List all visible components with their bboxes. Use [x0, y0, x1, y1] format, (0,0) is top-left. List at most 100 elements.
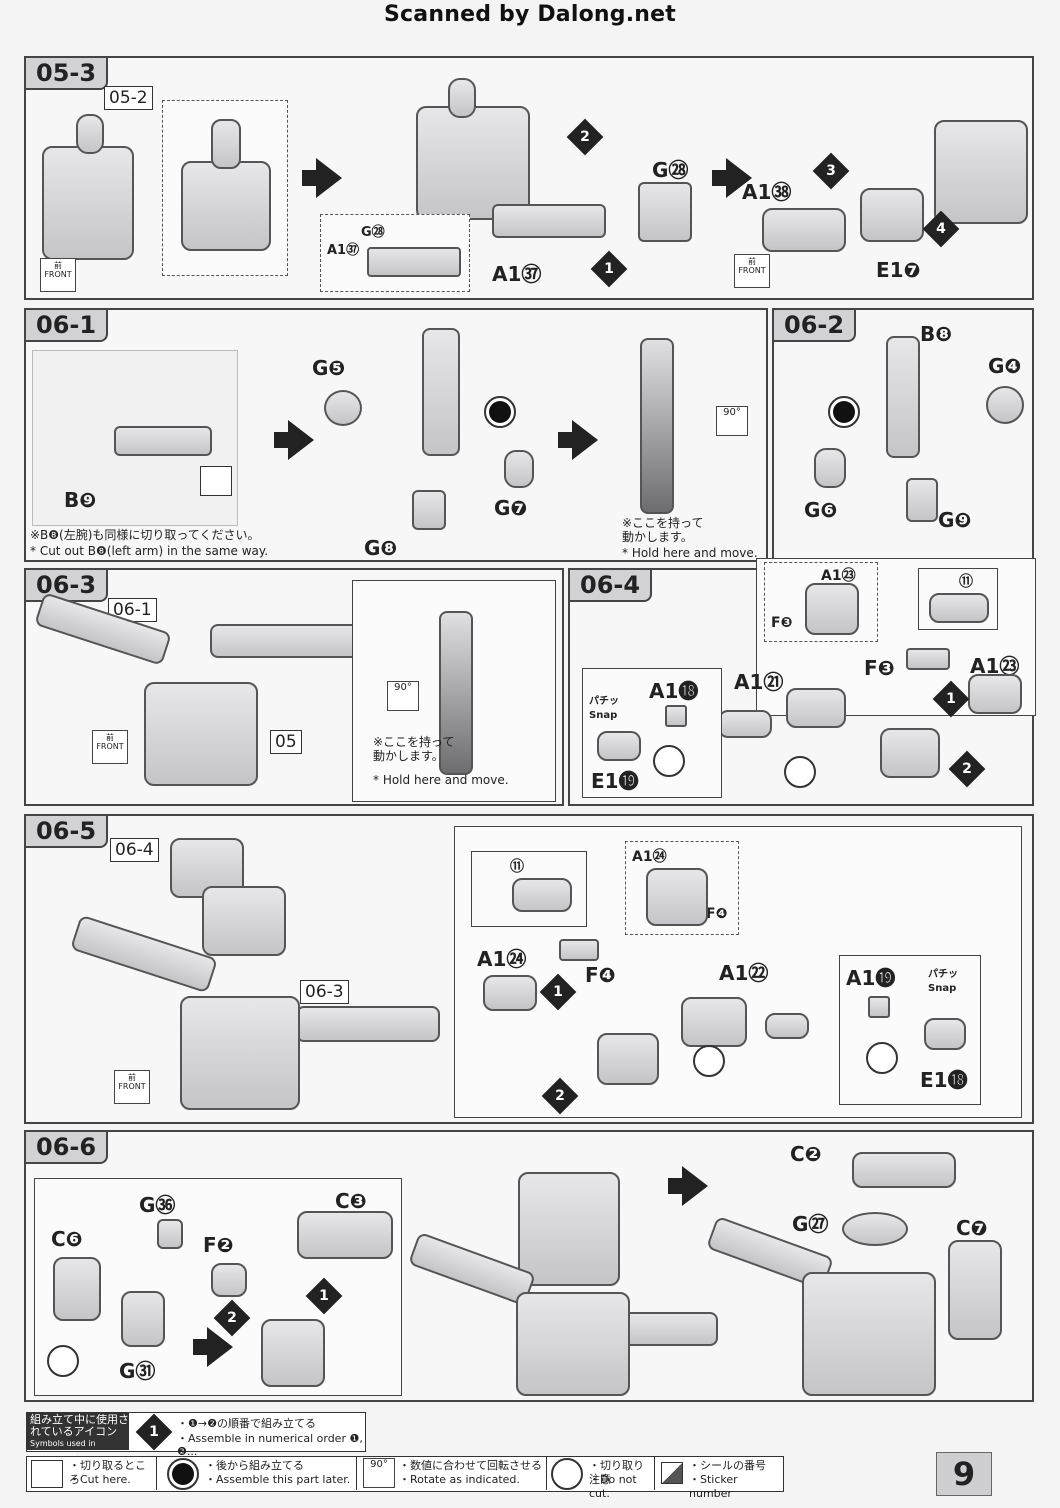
- legend-assemble-en: ・Assemble in numerical order ❶, ❷...: [177, 1432, 363, 1458]
- part-a123: [968, 674, 1022, 714]
- label-g5: G❺: [312, 356, 346, 380]
- part-f2: [211, 1263, 247, 1297]
- part-detail-top: [211, 119, 241, 169]
- part-arm-left: [69, 914, 219, 994]
- watermark: Scanned by Dalong.net: [384, 2, 676, 27]
- part-g8: [412, 490, 446, 530]
- rotate-icon: 90°: [363, 1458, 395, 1488]
- part-arm-left: [407, 1231, 537, 1307]
- next-arrow-2: [668, 1166, 708, 1206]
- legend-cut-jp: ・切り取るところ: [69, 1459, 146, 1486]
- part-g7: [504, 450, 534, 488]
- part-c6: [53, 1257, 101, 1321]
- part-a124: [483, 975, 537, 1011]
- panel-step-06-2: 06-2 B❽ G❹ G❻ G❾: [772, 308, 1034, 562]
- detail-group: ⑪ A1㉔ F❹ A1㉔ F❹ 1 A1㉒ 2 A1⓳ パチッ Snap E1⓲: [454, 826, 1022, 1118]
- legend-later-jp: ・後から組み立てる: [205, 1459, 304, 1472]
- part-e118: [924, 1018, 966, 1050]
- legend-later: ・後から組み立てる ・Assemble this part later.: [157, 1457, 357, 1490]
- part-shoulder-2: [202, 886, 286, 956]
- cut-here-icon: [200, 466, 232, 496]
- step-title: 06-1: [26, 310, 109, 342]
- label-a123-small: A1㉓: [821, 568, 856, 584]
- part-a121-front: [718, 710, 772, 738]
- label-a137-small: A1㊲: [327, 243, 360, 258]
- hold-en: * Hold here and move.: [373, 773, 509, 787]
- sticker-number: ⑪: [959, 574, 973, 590]
- label-a137: A1㊲: [492, 262, 542, 286]
- do-not-cut-icon-2: [866, 1042, 898, 1074]
- sticker-inset: ⑪: [471, 851, 587, 927]
- part-f3: [906, 648, 950, 670]
- part-arm: [422, 328, 460, 456]
- label-a124-small: A1㉔: [632, 849, 667, 865]
- label-e119: E1⓳: [591, 769, 639, 793]
- assemble-later-icon: [828, 396, 860, 428]
- label-g36: G㊱: [139, 1193, 176, 1217]
- part-arm-right: [296, 1006, 440, 1042]
- step-title: 06-2: [774, 310, 857, 342]
- order-1: 1: [932, 680, 970, 718]
- do-not-cut-icon: [47, 1345, 79, 1377]
- legend-sticker-en: ・Sticker number: [689, 1473, 738, 1500]
- label-g28: G㉘: [652, 158, 689, 182]
- panel-step-05-3: 05-3 05-2 G㉘ A1㊲ G㉘ A1㊲ 2 1 A1㊳ E1❼ 3 4 …: [24, 56, 1034, 300]
- label-a118: A1⓲: [649, 679, 699, 703]
- do-not-cut-icon: [551, 1458, 583, 1490]
- next-arrow: [274, 420, 314, 460]
- label-f3-small: F❸: [771, 615, 793, 631]
- label-g9: G❾: [938, 508, 972, 532]
- next-arrow-2: [558, 420, 598, 460]
- order-1: 1: [539, 973, 577, 1011]
- part-body-piece: [880, 728, 940, 778]
- front-icon: 前 FRONT: [40, 258, 76, 292]
- detail-inset: A1㉔ F❹: [625, 841, 739, 935]
- label-g28-small: G㉘: [361, 225, 385, 240]
- part-c2: [852, 1152, 956, 1188]
- step-title: 06-3: [26, 570, 109, 602]
- assemble-later-icon: [167, 1458, 199, 1490]
- order-2: 2: [213, 1299, 251, 1337]
- sticker-number: ⑪: [510, 859, 524, 875]
- hold-jp: ※ここを持って 動かします。: [622, 516, 704, 544]
- legend-cut-en: ・Cut here.: [69, 1473, 131, 1486]
- label-a121: A1㉑: [734, 670, 784, 694]
- part-shoulder: [518, 1172, 620, 1286]
- order-2: 2: [541, 1077, 579, 1115]
- next-arrow: [302, 158, 342, 198]
- part-e17: [860, 188, 924, 242]
- part-arm: [886, 336, 920, 458]
- rotate-icon: 90°: [716, 406, 748, 436]
- order-1: 1: [305, 1277, 343, 1315]
- label-a124: A1㉔: [477, 947, 527, 971]
- ref-label-06-4: 06-4: [110, 838, 159, 862]
- label-a119: A1⓳: [846, 966, 896, 990]
- part-body: [42, 146, 134, 260]
- label-c6: C❻: [51, 1227, 83, 1251]
- part-g36: [157, 1219, 183, 1249]
- part-combined: [261, 1319, 325, 1387]
- label-g7: G❼: [494, 496, 528, 520]
- part-a138: [762, 208, 846, 252]
- part-neck-2: [448, 78, 476, 118]
- legend-nocut: ・切り取り注意 ・Do not cut.: [547, 1457, 655, 1500]
- legend-rotate: 90° ・数値に合わせて回転させる ・Rotate as indicated.: [357, 1457, 547, 1490]
- part-g5: [324, 390, 362, 426]
- do-not-cut-icon: [784, 756, 816, 788]
- front-icon: 前 FRONT: [114, 1070, 150, 1104]
- legend-later-en: ・Assemble this part later.: [205, 1473, 351, 1486]
- legend-title: 組み立て中に使用されているアイコン Symbols used in instru…: [27, 1413, 129, 1460]
- part-detail: [181, 161, 271, 251]
- front-icon: 前 FRONT: [92, 730, 128, 764]
- panel-step-06-5: 06-5 06-4 06-3 前 FRONT ⑪ A1㉔ F❹ A1㉔ F❹ 1…: [24, 814, 1034, 1124]
- part-a122-front: [765, 1013, 809, 1039]
- legend-nocut-en: ・Do not cut.: [589, 1473, 637, 1500]
- part-g27: [842, 1212, 908, 1246]
- label-a122: A1㉒: [719, 961, 769, 985]
- label-g4: G❹: [988, 354, 1022, 378]
- detail-group: G㊱ C❻ C❸ F❷ G㉛ 1 2: [34, 1178, 402, 1396]
- part-a119: [868, 996, 890, 1018]
- part-g9: [906, 478, 938, 522]
- part-body-3: [934, 120, 1028, 224]
- part-arm-held: [640, 338, 674, 514]
